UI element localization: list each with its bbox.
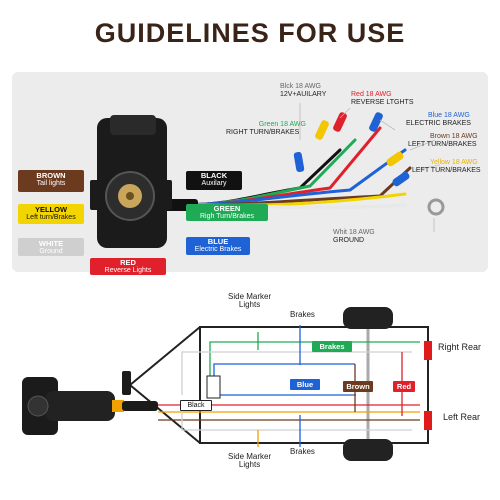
trailer-plug — [22, 371, 158, 435]
label-blue: BLUE Electric Brakes — [186, 237, 250, 255]
wire-black-gauge: Blck 18 AWG — [280, 83, 321, 90]
wire-yellow-function: LEFT TURN/BRAKES — [412, 166, 481, 174]
label-blue-function: Electric Brakes — [194, 245, 242, 253]
label-black-function: Auxilary — [201, 179, 227, 187]
label-black-color: BLACK — [200, 171, 228, 180]
side-marker-bottom-label: Side Marker Lights — [228, 452, 272, 470]
brakes-bar-tag: Brakes — [312, 341, 352, 352]
leader-lines — [299, 103, 441, 232]
right-rear-label: Right Rear — [438, 342, 482, 352]
wire-red-function: REVERSE LTGHTS — [351, 98, 414, 106]
label-white-function: Ground — [39, 247, 63, 255]
brown-tag: Brown — [343, 381, 373, 392]
harness-wires — [178, 126, 412, 210]
wire-brown-function: LEFT TURN/BRAKES — [408, 140, 477, 148]
blue-tag: Blue — [290, 379, 320, 390]
trailer-tyres — [343, 307, 393, 461]
wire-black-note: Blck 18 AWG 12V+AUILARY — [280, 83, 326, 99]
wire-white-function: GROUND — [333, 236, 365, 244]
wire-blue-note: Blue 18 AWG ELECTRIC BRAKES — [406, 112, 471, 128]
wire-brown-note: Brown 18 AWG LEFT TURN/BRAKES — [408, 133, 478, 149]
label-yellow-function: Left turn/Brakes — [26, 213, 76, 221]
left-rear-lamp — [424, 411, 432, 430]
right-rear-lamp — [424, 341, 432, 360]
side-marker-top-label: Side Marker Lights — [228, 292, 272, 310]
brakes-bottom-label: Brakes — [290, 447, 315, 456]
seven-way-connector — [90, 115, 172, 248]
wiring-panel — [12, 72, 488, 272]
wire-green-gauge: Green 18 AWG — [258, 121, 306, 128]
wire-brown-gauge: Brown 18 AWG — [430, 133, 478, 140]
black-tag: Black — [180, 400, 212, 411]
wire-white-note: Whit 18 AWG GROUND — [333, 229, 375, 245]
wire-green-note: Green 18 AWG RIGHT TURN/BRAKES — [226, 121, 306, 137]
page-title: GUIDELINES FOR USE — [94, 18, 406, 48]
wire-blue-function: ELECTRIC BRAKES — [406, 119, 471, 127]
wire-yellow-gauge: Yellow 18 AWG — [430, 159, 478, 166]
label-brown-color: BROWN — [36, 171, 66, 180]
label-yellow: YELLOW Left turn/Brakes — [18, 204, 84, 224]
left-rear-label: Left Rear — [443, 412, 481, 422]
junction-box — [206, 375, 221, 399]
wire-red-gauge: Red 18 AWG — [351, 91, 392, 98]
label-blue-color: BLUE — [207, 237, 229, 246]
label-yellow-color: YELLOW — [34, 205, 68, 214]
wire-blue-gauge: Blue 18 AWG — [428, 112, 470, 119]
label-green-function: Righ Turn/Brakes — [199, 212, 255, 220]
wire-yellow-note: Yellow 18 AWG LEFT TURN/BRAKES — [412, 159, 481, 175]
red-tag: Red — [393, 381, 415, 392]
label-green: GREEN Righ Turn/Brakes — [186, 204, 268, 221]
label-red-function: Reverse Lights — [104, 266, 152, 274]
wire-red-note: Red 18 AWG REVERSE LTGHTS — [351, 91, 414, 107]
wire-black-function: 12V+AUILARY — [280, 90, 327, 98]
label-brown: BROWN Tail lights — [18, 170, 84, 192]
wire-green-function: RIGHT TURN/BRAKES — [226, 128, 300, 136]
terminals — [293, 112, 445, 216]
label-white-color: WHITE — [38, 239, 64, 248]
label-green-color: GREEN — [213, 204, 241, 213]
wire-white-gauge: Whit 18 AWG — [333, 229, 375, 236]
label-red-color: RED — [120, 258, 136, 267]
label-black: BLACK Auxilary — [186, 171, 242, 190]
trailer-frame — [128, 326, 429, 444]
label-brown-function: Tail lights — [36, 179, 66, 187]
trailer-wiring — [158, 325, 420, 447]
label-white: WHITE Ground — [18, 238, 84, 256]
label-red: RED Reverse Lights — [90, 258, 166, 275]
brakes-top-label: Brakes — [290, 310, 315, 319]
